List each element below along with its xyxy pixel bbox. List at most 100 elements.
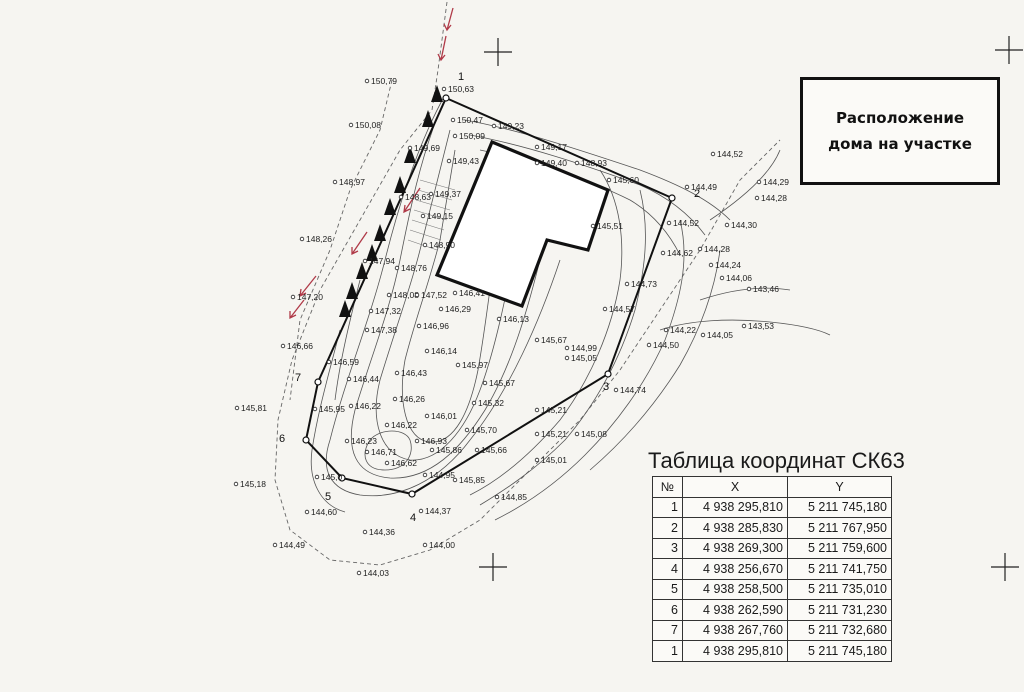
elevation-marker xyxy=(332,179,338,185)
elevation-label: 144,99 xyxy=(571,343,597,353)
elevation-marker xyxy=(741,323,747,329)
elevation-marker xyxy=(534,431,540,437)
elevation-label: 147,20 xyxy=(297,292,323,302)
elevation-marker xyxy=(574,431,580,437)
cell-number: 1 xyxy=(652,496,683,518)
elevation-label: 144,60 xyxy=(311,507,337,517)
cell-number: 4 xyxy=(652,558,683,580)
cell-number: 7 xyxy=(652,619,683,641)
elevation-marker xyxy=(362,258,368,264)
elevation-label: 145,08 xyxy=(581,429,607,439)
elevation-marker xyxy=(314,474,320,480)
elevation-label: 148,97 xyxy=(339,177,365,187)
elevation-label: 144,36 xyxy=(369,527,395,537)
cross-mark xyxy=(991,553,1019,581)
elevation-marker xyxy=(710,151,716,157)
elevation-label: 145,81 xyxy=(241,403,267,413)
elevation-marker xyxy=(646,342,652,348)
elevation-label: 144,22 xyxy=(670,325,696,335)
elevation-label: 145,21 xyxy=(541,405,567,415)
elevation-label: 144,28 xyxy=(704,244,730,254)
elevation-marker xyxy=(424,348,430,354)
arrow-icon xyxy=(299,275,317,298)
cell-y: 5 211 732,680 xyxy=(787,619,892,641)
elevation-marker xyxy=(348,122,354,128)
elevation-marker xyxy=(590,223,596,229)
elevation-label: 144,24 xyxy=(715,260,741,270)
elevation-marker xyxy=(496,316,502,322)
arrow-icon xyxy=(289,299,305,320)
elevation-marker xyxy=(429,447,435,453)
elevation-marker xyxy=(422,472,428,478)
elevation-label: 146,13 xyxy=(503,314,529,324)
cell-x: 4 938 295,810 xyxy=(682,640,788,662)
elevation-marker xyxy=(428,191,434,197)
elevation-label: 144,74 xyxy=(620,385,646,395)
elevation-marker xyxy=(746,286,752,292)
elevation-label: 146,66 xyxy=(287,341,313,351)
elevation-marker xyxy=(304,509,310,515)
tree-icon xyxy=(394,176,406,193)
elevation-marker xyxy=(344,438,350,444)
elevation-marker xyxy=(441,86,447,92)
table-header-row: № X Y xyxy=(652,476,892,498)
header-y: Y xyxy=(787,476,892,498)
elevation-marker xyxy=(280,343,286,349)
corner-label: 4 xyxy=(410,512,416,524)
tree-icon xyxy=(384,198,396,215)
elevation-marker xyxy=(624,281,630,287)
elevation-marker xyxy=(290,294,296,300)
elevation-marker xyxy=(414,438,420,444)
elevation-label: 143,53 xyxy=(748,321,774,331)
cell-x: 4 938 295,810 xyxy=(682,496,788,518)
corner-label: 5 xyxy=(325,491,331,503)
cell-number: 2 xyxy=(652,517,683,539)
elevation-marker xyxy=(416,323,422,329)
house-location-legend: Расположение дома на участке xyxy=(800,77,1000,185)
elevation-label: 149,17 xyxy=(541,142,567,152)
elevation-label: 148,76 xyxy=(401,263,427,273)
boundary-vertex xyxy=(314,378,322,386)
elevation-label: 149,69 xyxy=(414,143,440,153)
elevation-marker xyxy=(392,396,398,402)
elevation-marker xyxy=(384,422,390,428)
elevation-label: 143,46 xyxy=(753,284,779,294)
boundary-vertices xyxy=(302,94,676,498)
elevation-marker xyxy=(534,144,540,150)
tree-icon xyxy=(366,244,378,261)
elevation-label: 145,18 xyxy=(240,479,266,489)
boundary-vertex xyxy=(668,194,676,202)
elevation-marker xyxy=(574,160,580,166)
elevation-marker xyxy=(452,290,458,296)
arrow-icon xyxy=(443,7,454,32)
elevation-label: 145,67 xyxy=(541,335,567,345)
cell-y: 5 211 735,010 xyxy=(787,578,892,600)
elevation-label: 145,01 xyxy=(541,455,567,465)
corner-label: 1 xyxy=(458,71,464,83)
elevation-marker xyxy=(234,405,240,411)
elevation-marker xyxy=(754,195,760,201)
elevation-label: 145,66 xyxy=(481,445,507,455)
elevation-marker xyxy=(348,403,354,409)
elevation-marker xyxy=(700,332,706,338)
elevation-marker xyxy=(424,413,430,419)
cell-x: 4 938 258,500 xyxy=(682,578,788,600)
elevation-label: 144,05 xyxy=(707,330,733,340)
elevation-marker xyxy=(422,542,428,548)
elevation-label: 144,52 xyxy=(717,149,743,159)
boundary-vertex xyxy=(604,370,612,378)
elevation-label: 149,37 xyxy=(435,189,461,199)
arrow-icon xyxy=(437,35,447,62)
elevation-label: 144,29 xyxy=(763,177,789,187)
elevation-label: 145,97 xyxy=(462,360,488,370)
arrow-icon xyxy=(403,187,421,214)
elevation-label: 149,15 xyxy=(427,211,453,221)
elevation-marker xyxy=(272,542,278,548)
arrow-icon xyxy=(351,231,368,256)
elevation-label: 146,22 xyxy=(355,401,381,411)
elevation-marker xyxy=(364,449,370,455)
elevation-label: 144,62 xyxy=(667,248,693,258)
